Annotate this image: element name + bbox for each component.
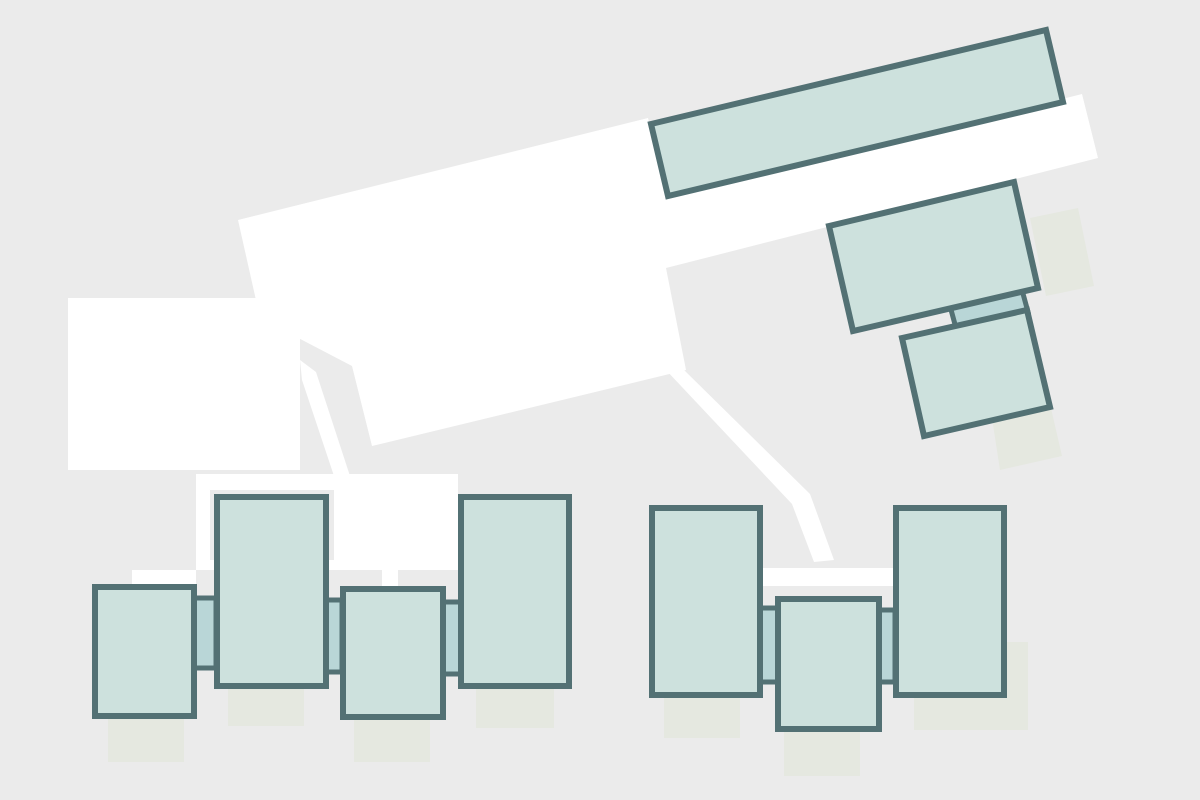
paved-areas bbox=[68, 94, 1098, 588]
connector bbox=[191, 595, 219, 671]
shadow-patch bbox=[1030, 208, 1094, 296]
building bbox=[214, 494, 329, 689]
shadow-patch bbox=[108, 712, 184, 762]
path-west bbox=[300, 360, 350, 482]
building bbox=[893, 505, 1007, 698]
shadow-patch bbox=[476, 684, 554, 728]
path-spur-west bbox=[382, 564, 398, 588]
paved-road-main bbox=[238, 94, 1098, 446]
building bbox=[649, 505, 763, 698]
building-northeast-lower bbox=[898, 306, 1054, 440]
shadow-patch bbox=[992, 404, 1062, 470]
building-northeast-upper bbox=[825, 178, 1042, 335]
building bbox=[340, 586, 446, 720]
building-long-northeast bbox=[647, 26, 1067, 200]
shadow-patch bbox=[664, 692, 740, 738]
path-inner-west bbox=[346, 506, 438, 550]
shadow-patches bbox=[108, 208, 1094, 776]
buildings bbox=[92, 26, 1067, 732]
building bbox=[458, 494, 572, 689]
shadow-patch bbox=[354, 714, 430, 762]
building bbox=[775, 596, 882, 732]
paved-plaza-west bbox=[68, 298, 300, 470]
shadow-patch bbox=[228, 682, 304, 726]
path-loop-west bbox=[132, 474, 458, 586]
shadow-patch bbox=[784, 726, 860, 776]
path-loop-east bbox=[756, 568, 900, 586]
path-east bbox=[666, 370, 834, 562]
building bbox=[92, 584, 197, 719]
